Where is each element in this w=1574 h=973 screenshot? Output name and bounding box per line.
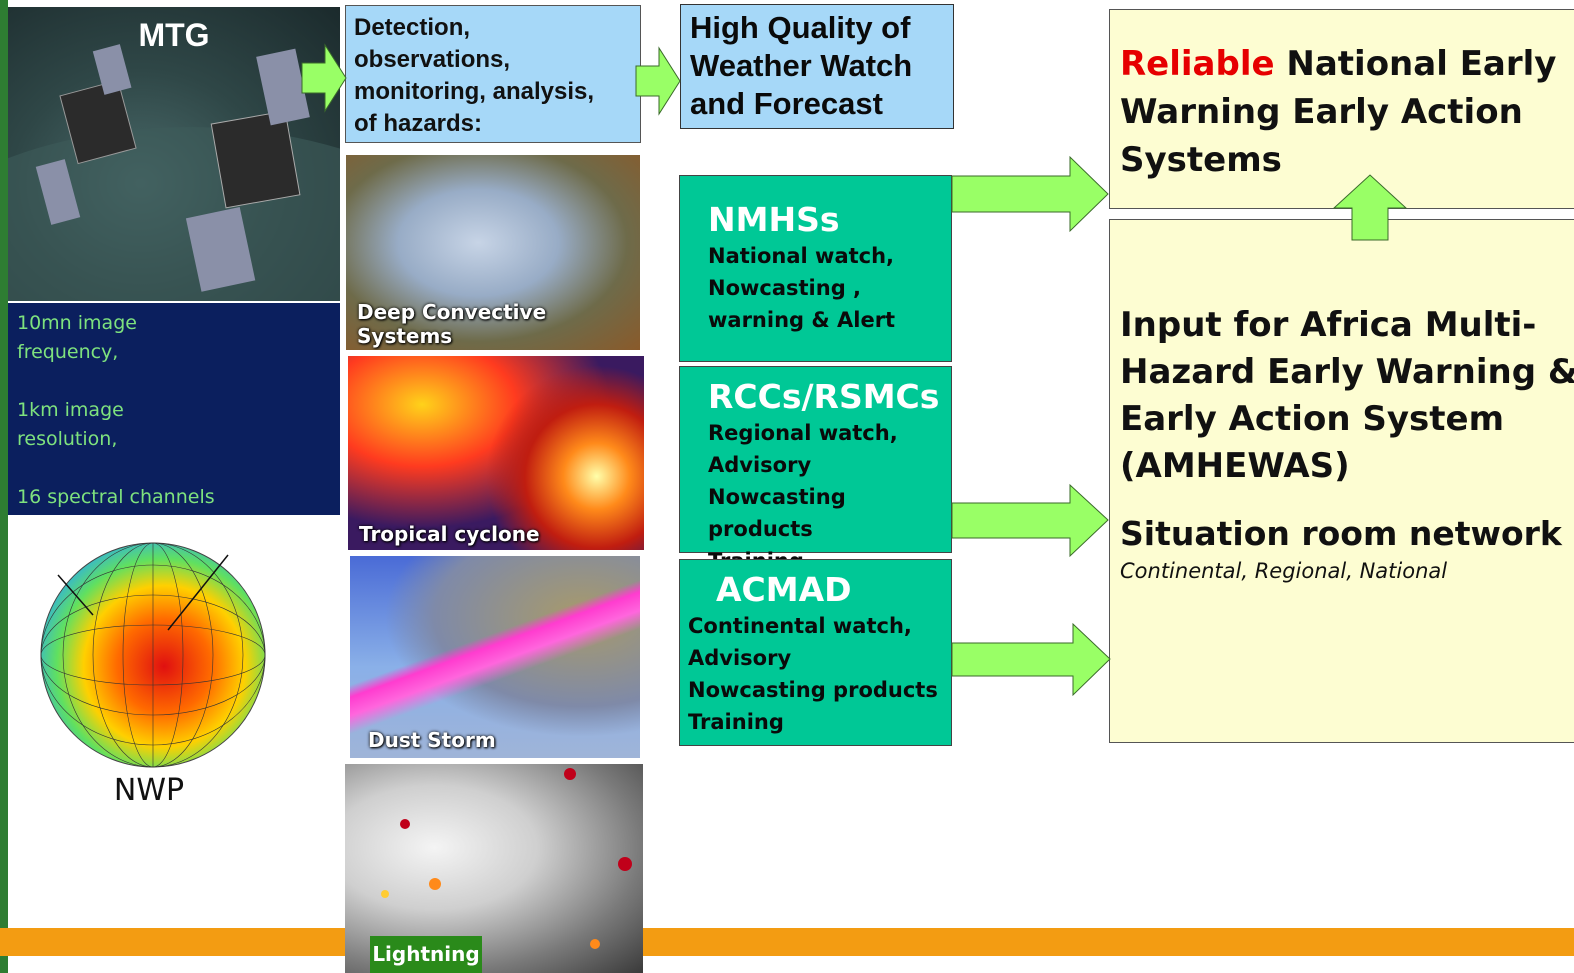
spec-line: frequency, (17, 341, 119, 363)
acmad-line: Advisory (688, 646, 792, 670)
amhewas-line: Hazard Early Warning & (1120, 352, 1574, 392)
amhewas-line: (AMHEWAS) (1120, 446, 1350, 486)
rccs-line: Regional watch, (708, 421, 898, 445)
reliable-systems-box: Reliable National Early Warning Early Ac… (1109, 9, 1574, 209)
nwp-globe-image (40, 542, 266, 768)
rccs-line: Advisory (708, 453, 812, 477)
deep-convective-caption: Deep Convective Systems (357, 300, 547, 348)
situation-room-levels: Continental, Regional, National (1120, 559, 1448, 583)
acmad-box: ACMAD Continental watch, Advisory Nowcas… (679, 559, 952, 746)
rccs-title: RCCs/RSMCs (708, 377, 940, 416)
high-quality-box: High Quality of Weather Watch and Foreca… (680, 4, 954, 129)
arrow-rccs-to-amhewas (951, 483, 1109, 558)
rccs-box: RCCs/RSMCs Regional watch, Advisory Nowc… (679, 366, 952, 573)
arrow-acmad-to-amhewas (951, 622, 1111, 697)
detection-box: Detection, observations, monitoring, ana… (345, 5, 641, 143)
nwp-label: NWP (113, 773, 185, 808)
quality-line: and Forecast (690, 86, 883, 121)
situation-room-heading: Situation room network (1120, 514, 1562, 553)
lightning-caption: Lightning (370, 936, 482, 973)
nmhss-line: Nowcasting , (708, 276, 862, 300)
mtg-satellite-image: MTG (8, 7, 340, 301)
reliable-line: Warning Early Action (1120, 92, 1523, 132)
dust-storm-caption: Dust Storm (368, 728, 496, 752)
amhewas-box: Input for Africa Multi- Hazard Early War… (1109, 219, 1574, 743)
rccs-line: Nowcasting products (708, 485, 846, 541)
arrow-detection-to-quality (635, 46, 681, 116)
tropical-cyclone-caption: Tropical cyclone (359, 522, 540, 546)
acmad-title: ACMAD (716, 570, 852, 609)
left-accent-bar (0, 0, 8, 973)
nmhss-line: National watch, (708, 244, 895, 268)
tropical-cyclone-image: Tropical cyclone (348, 356, 644, 550)
reliable-line-1: Reliable National Early (1120, 40, 1574, 88)
lightning-dots (381, 768, 632, 949)
quality-line: Weather Watch (690, 48, 913, 83)
reliable-highlight: Reliable (1120, 44, 1275, 84)
arrow-amhewas-to-reliable (1332, 174, 1408, 241)
detection-line: Detection, (354, 14, 471, 41)
reliable-rest: National Early (1274, 44, 1557, 84)
quality-line: High Quality of (690, 10, 911, 45)
satellite-illustration (8, 44, 340, 301)
acmad-line: Nowcasting products (688, 678, 938, 702)
spec-line: resolution, (17, 428, 118, 450)
detection-line: observations, (354, 46, 511, 73)
mtg-specs-panel: 10mn image frequency, 1km image resoluti… (8, 303, 340, 515)
nmhss-box: NMHSs National watch, Nowcasting , warni… (679, 175, 952, 362)
arrow-nmhss-to-reliable (951, 155, 1109, 233)
detection-line: monitoring, analysis, (354, 78, 595, 105)
nmhss-line: warning & Alert (708, 308, 896, 332)
amhewas-line: Early Action System (1120, 399, 1504, 439)
spec-line: 1km image (17, 399, 124, 421)
reliable-line: Systems (1120, 140, 1282, 180)
acmad-line: Continental watch, (688, 614, 912, 638)
dust-storm-image: Dust Storm (350, 556, 640, 758)
bottom-accent-bar (0, 928, 1574, 956)
detection-line: of hazards: (354, 110, 483, 137)
spec-line: 16 spectral channels (17, 486, 215, 508)
amhewas-line: Input for Africa Multi- (1120, 305, 1537, 345)
arrow-mtg-to-detection (301, 43, 347, 113)
mtg-title: MTG (138, 17, 210, 53)
deep-convective-image: Deep Convective Systems (346, 155, 640, 350)
acmad-line: Training (688, 710, 784, 734)
nmhss-title: NMHSs (708, 200, 840, 239)
spec-line: 10mn image (17, 312, 137, 334)
